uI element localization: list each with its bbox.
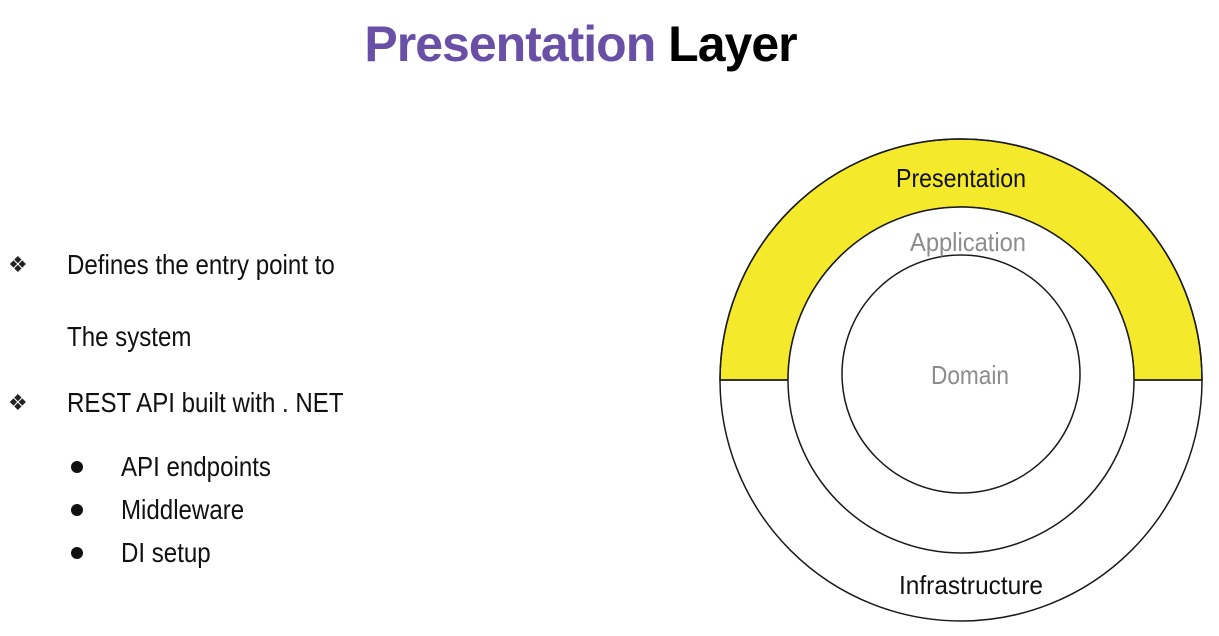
sub-item-api-endpoints: API endpoints — [121, 451, 271, 482]
presentation-label: Presentation — [896, 163, 1026, 193]
title-accent-word: Presentation — [364, 16, 656, 72]
domain-label: Domain — [931, 360, 1009, 390]
page-title: Presentation Layer — [0, 14, 1161, 74]
sub-bullet-dot-icon — [71, 461, 83, 473]
sub-bullet-dot-icon — [71, 504, 83, 516]
diamond-bullet-icon: ❖ — [8, 252, 28, 277]
bullet-list: ❖ Defines the entry point to The system … — [0, 0, 600, 636]
layer-diagram-svg: Presentation Application Domain Infrastr… — [719, 138, 1203, 622]
bullet-2-line-1: REST API built with . NET — [67, 387, 344, 418]
inner-circle — [841, 254, 1081, 494]
title-rest-word: Layer — [668, 16, 797, 72]
infrastructure-label: Infrastructure — [899, 570, 1043, 600]
diamond-bullet-icon: ❖ — [8, 390, 28, 415]
sub-bullet-dot-icon — [71, 547, 83, 559]
sub-item-di-setup: DI setup — [121, 537, 211, 568]
sub-item-middleware: Middleware — [121, 494, 245, 525]
application-label: Application — [910, 227, 1026, 257]
bullet-1-line-1: Defines the entry point to — [67, 249, 335, 280]
bullet-1-line-2: The system — [67, 321, 192, 352]
layer-diagram: Presentation Application Domain Infrastr… — [700, 120, 1219, 636]
